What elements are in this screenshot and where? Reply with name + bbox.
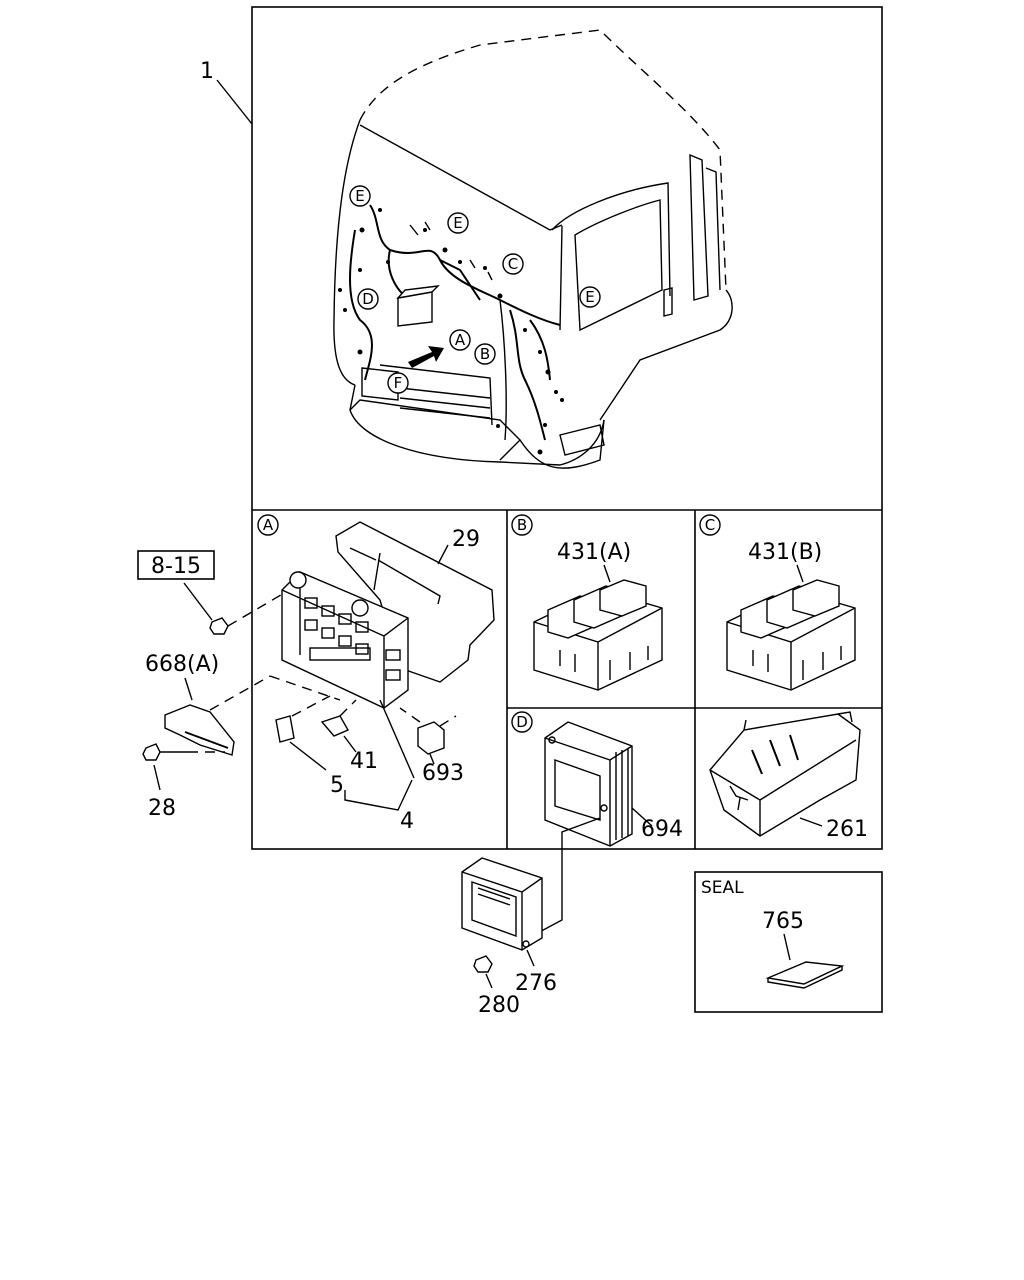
- callout-4: 4: [400, 809, 414, 834]
- circle-letter-e-1: E: [355, 187, 364, 205]
- nut-icon: [209, 617, 229, 635]
- tray-261: [709, 711, 861, 837]
- section-d: D 694: [511, 711, 683, 847]
- truck-cab-illustration: [333, 29, 733, 469]
- bracket-668a: [164, 704, 235, 756]
- section-a: A 29 8-15 668(A): [137, 514, 495, 834]
- circle-letter-e-2: E: [453, 214, 462, 232]
- seal-box: [694, 871, 883, 1013]
- control-unit-bracket-694: [544, 721, 633, 847]
- leader-line-1: [216, 79, 253, 125]
- seal-title: SEAL: [701, 878, 744, 898]
- fuse-41: [320, 715, 349, 737]
- section-b: B 431(A): [511, 514, 663, 691]
- bolt-icon: [142, 743, 161, 761]
- relay-block-431a: [533, 579, 663, 691]
- callout-431a: 431(A): [557, 540, 631, 565]
- circle-letter-a: A: [455, 331, 466, 349]
- circle-letter-f: F: [394, 374, 403, 392]
- section-letter-b: B: [517, 516, 527, 534]
- section-letter-d: D: [516, 713, 528, 731]
- relay-block-431b: [726, 579, 856, 691]
- circle-letter-b: B: [480, 345, 490, 363]
- callout-276: 276: [515, 971, 557, 996]
- section-letter-c: C: [705, 516, 715, 534]
- callout-694: 694: [641, 817, 683, 842]
- reference-box-8-15: [137, 550, 215, 580]
- seal-765: [765, 961, 845, 985]
- callout-1: 1: [200, 59, 214, 84]
- circle-letter-d: D: [362, 290, 374, 308]
- circle-letter-e-3: E: [585, 288, 594, 306]
- control-unit-276: [461, 857, 543, 951]
- callout-261: 261: [826, 817, 868, 842]
- callout-668a: 668(A): [145, 652, 219, 677]
- circle-letter-c: C: [508, 255, 518, 273]
- callout-41: 41: [350, 749, 378, 774]
- nut-280-icon: [473, 955, 493, 973]
- callout-5: 5: [330, 773, 344, 798]
- callout-693: 693: [422, 761, 464, 786]
- section-c: C 431(B): [699, 514, 856, 691]
- callout-280: 280: [478, 993, 520, 1018]
- cab-callout-letters: E E C E D A B F: [349, 185, 601, 394]
- callout-8-15: 8-15: [151, 554, 201, 579]
- fuse-box-cover: [335, 521, 495, 683]
- diagram-frames: [251, 6, 883, 1013]
- callout-29: 29: [452, 527, 480, 552]
- fuse-5: [275, 715, 295, 743]
- relay-693: [417, 721, 445, 755]
- callout-28: 28: [148, 796, 176, 821]
- callout-765: 765: [762, 909, 804, 934]
- callout-431b: 431(B): [748, 540, 822, 565]
- section-letter-a: A: [263, 516, 274, 534]
